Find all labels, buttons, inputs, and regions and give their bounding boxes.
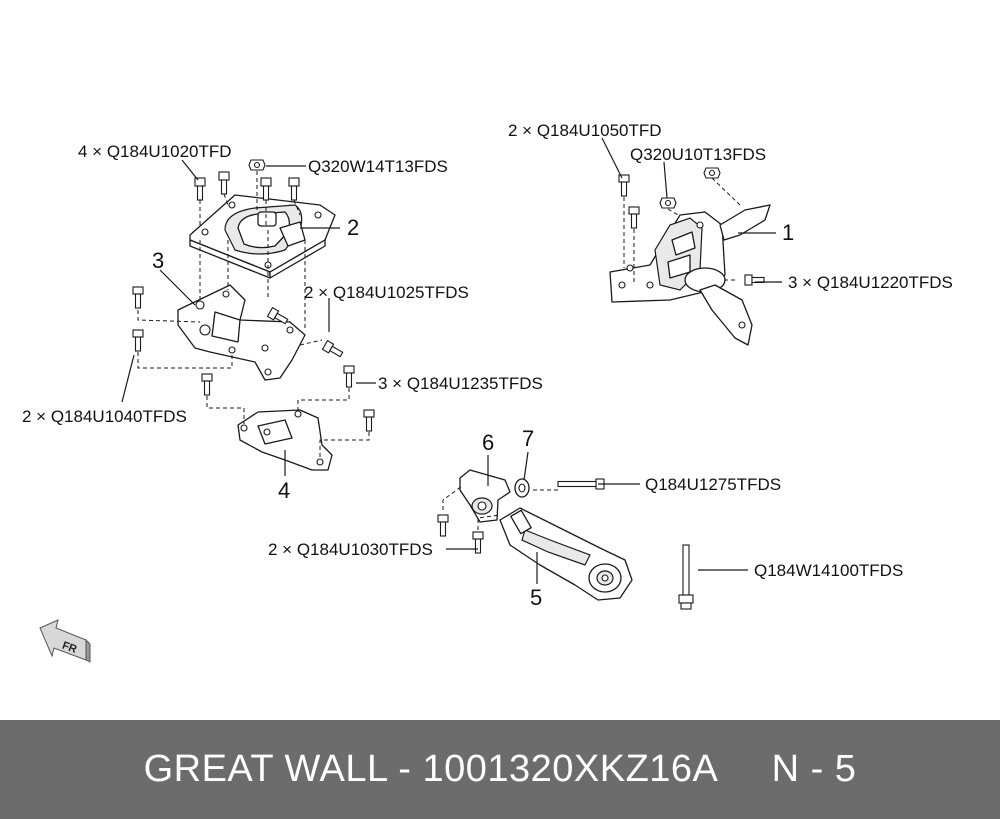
leader-lines [121,137,782,584]
footer-title: GREAT WALL - 1001320XKZ16A N - 5 [143,748,857,790]
part-number-4: 4 [278,478,290,503]
bolts-part-1 [618,167,765,286]
label-part-2-nut: Q320W14T13FDS [308,157,448,176]
part-number-3: 3 [152,248,164,273]
front-direction-arrow-icon: FR [39,619,91,663]
bolts-part-3 [132,230,344,369]
part-number-6: 6 [482,430,494,455]
washer-part-7 [514,478,530,498]
label-part-1-bolts: 4 × Q184U1020TFD [78,142,232,161]
bolts-part-5-6 [437,478,694,610]
bracket-part-4 [237,409,333,471]
bolts-part-4 [201,365,375,458]
label-mount-1-bolts: 2 × Q184U1050TFD [508,121,662,140]
parts-diagram: 4 × Q184U1020TFD Q320W14T13FDS 2 × Q184U… [22,121,953,663]
front-label: FR [60,640,78,656]
label-mount-1-side-bolts: 3 × Q184U1220TFDS [788,273,953,292]
part-number-1: 1 [782,220,794,245]
part-number-2: 2 [347,215,359,240]
torque-rod-part-5 [499,507,633,601]
part-number-5: 5 [530,585,542,610]
label-rod-bolt: Q184U1275TFDS [645,475,781,494]
label-part-3-left-bolts: 2 × Q184U1040TFDS [22,407,187,426]
label-long-bolt: Q184W14100TFDS [754,561,903,580]
bracket-part-6 [459,469,511,523]
label-rod-bolts: 2 × Q184U1030TFDS [268,540,433,559]
engine-mount-part-1 [609,204,771,346]
bolts-part-2 [194,159,301,228]
label-mount-1-nut: Q320U10T13FDS [630,145,766,164]
label-part-3-bolts: 2 × Q184U1025TFDS [304,283,469,302]
part-number-7: 7 [522,426,534,451]
label-part-4-bolts: 3 × Q184U1235TFDS [378,374,543,393]
engine-mount-part-2 [189,194,336,279]
bracket-part-3 [177,284,306,381]
footer-bar: GREAT WALL - 1001320XKZ16A N - 5 [0,720,1000,819]
